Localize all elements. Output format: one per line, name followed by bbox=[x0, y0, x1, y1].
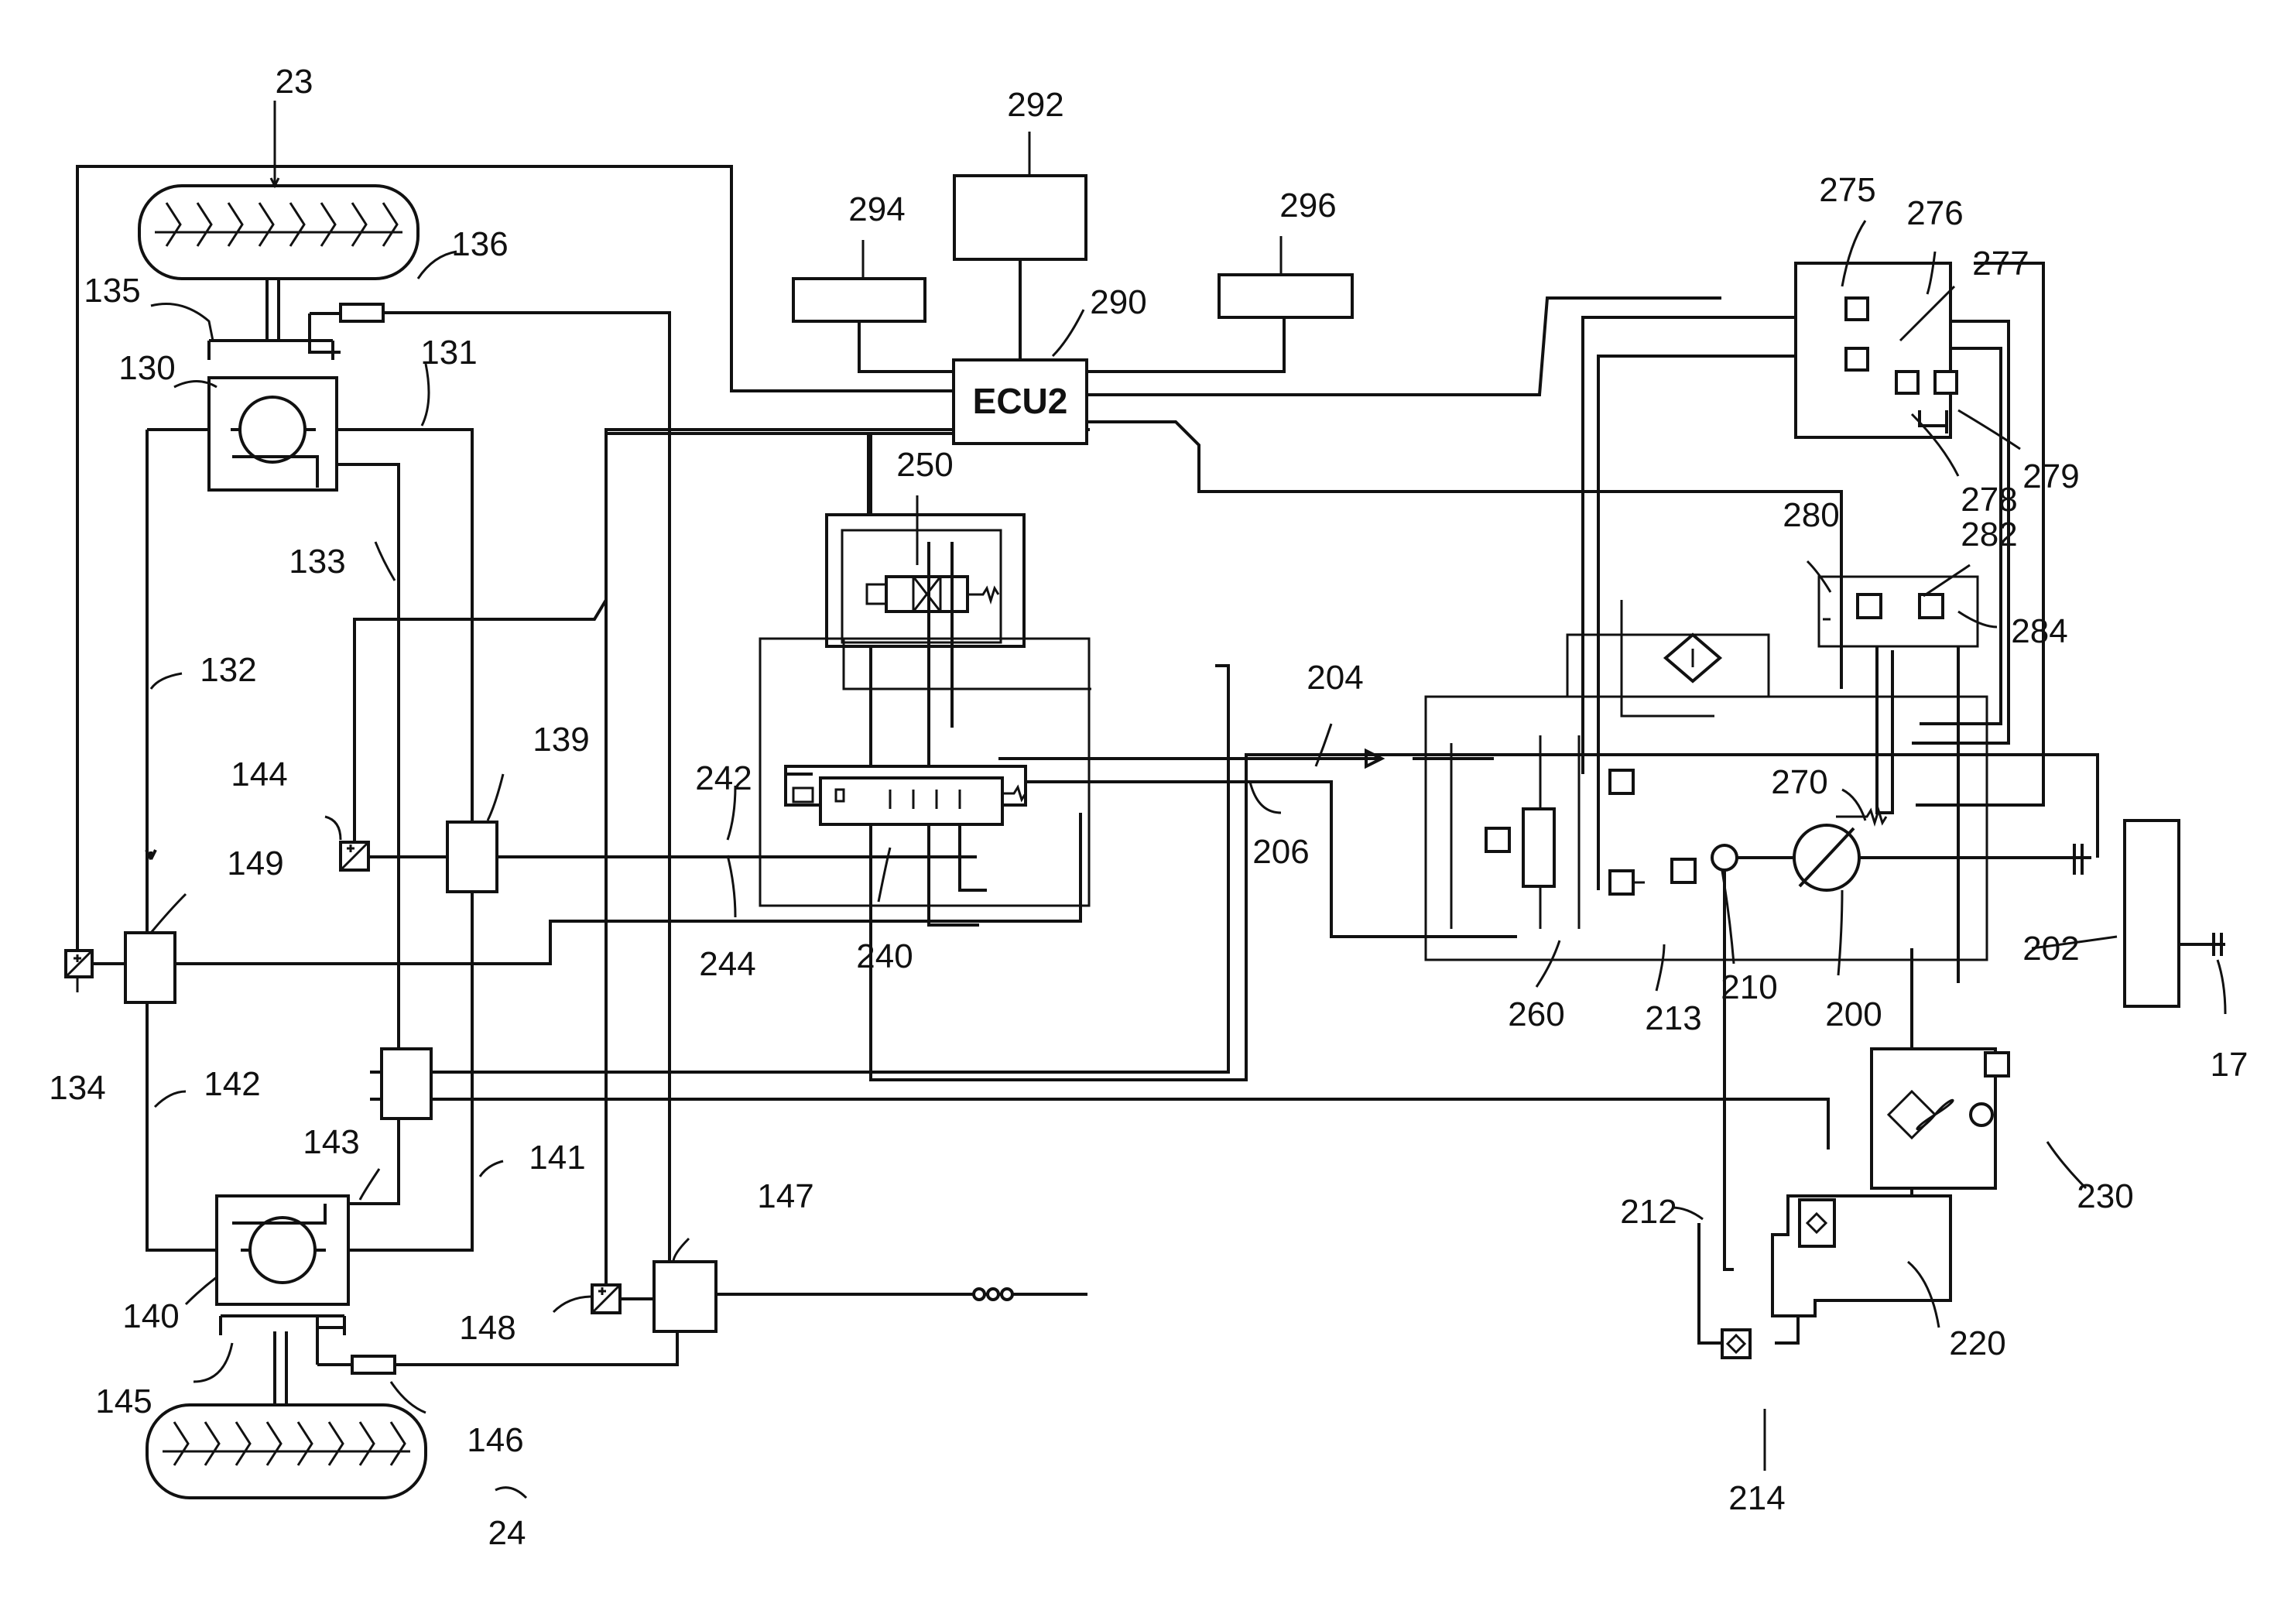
label-276: 276 bbox=[1906, 194, 1963, 232]
label-294: 294 bbox=[848, 190, 905, 228]
valve-block-275 bbox=[1796, 263, 1957, 437]
label-200: 200 bbox=[1825, 995, 1882, 1033]
label-140: 140 bbox=[122, 1297, 179, 1335]
label-220: 220 bbox=[1949, 1324, 2005, 1362]
label-17: 17 bbox=[2211, 1046, 2248, 1084]
label-270: 270 bbox=[1771, 763, 1827, 801]
front-brake bbox=[209, 341, 341, 360]
front-wheel-tire bbox=[139, 186, 418, 279]
box-296 bbox=[1219, 275, 1352, 317]
gearbox-202 bbox=[2125, 821, 2179, 1006]
relief-valve-260 bbox=[1610, 770, 1645, 894]
relief-valve-213 bbox=[1672, 859, 1695, 882]
label-144: 144 bbox=[231, 755, 287, 793]
valve-282 bbox=[1858, 594, 1881, 618]
label-206: 206 bbox=[1252, 833, 1309, 871]
label-292: 292 bbox=[1007, 86, 1063, 124]
label-284: 284 bbox=[2011, 612, 2067, 650]
label-143: 143 bbox=[303, 1123, 359, 1161]
tank-220 bbox=[1772, 1196, 1950, 1316]
pressure-sensor-134 bbox=[66, 951, 92, 977]
label-260: 260 bbox=[1508, 995, 1564, 1033]
label-296: 296 bbox=[1279, 187, 1336, 224]
filter-top bbox=[1666, 635, 1720, 681]
filter-214 bbox=[1722, 1330, 1750, 1358]
label-136: 136 bbox=[451, 225, 508, 263]
pressure-sensor-144 bbox=[341, 842, 368, 870]
label-242: 242 bbox=[695, 759, 752, 797]
valve-240 bbox=[786, 766, 1026, 824]
label-149: 149 bbox=[227, 845, 283, 882]
label-213: 213 bbox=[1645, 999, 1701, 1037]
label-134: 134 bbox=[49, 1069, 105, 1107]
label-212: 212 bbox=[1620, 1193, 1677, 1231]
valve-block-139 bbox=[447, 822, 497, 892]
label-148: 148 bbox=[459, 1309, 515, 1347]
label-133: 133 bbox=[289, 543, 345, 581]
valve-block-147 bbox=[654, 1262, 716, 1331]
label-210: 210 bbox=[1721, 968, 1777, 1006]
label-23: 23 bbox=[276, 63, 313, 101]
label-130: 130 bbox=[118, 349, 175, 387]
coupling-147 bbox=[974, 1289, 1012, 1300]
front-speed-sensor bbox=[310, 304, 680, 1285]
rear-brake bbox=[221, 1316, 344, 1335]
label-275: 275 bbox=[1819, 171, 1875, 209]
label-278: 278 bbox=[1961, 481, 2017, 519]
valve-284 bbox=[1920, 594, 1943, 618]
valve-block-149 bbox=[125, 933, 175, 1002]
label-280: 280 bbox=[1783, 496, 1839, 534]
label-202: 202 bbox=[2022, 930, 2079, 968]
label-279: 279 bbox=[2022, 457, 2079, 495]
front-wheel-motor bbox=[209, 378, 337, 490]
ecu2-label: ECU2 bbox=[973, 381, 1068, 421]
label-282: 282 bbox=[1961, 516, 2017, 553]
rear-wheel-tire bbox=[147, 1405, 426, 1498]
label-204: 204 bbox=[1307, 659, 1363, 697]
box-292 bbox=[954, 176, 1086, 259]
label-132: 132 bbox=[200, 651, 256, 689]
label-147: 147 bbox=[757, 1177, 813, 1215]
valve-stack bbox=[1486, 809, 1554, 886]
label-250: 250 bbox=[896, 446, 953, 484]
label-240: 240 bbox=[856, 937, 913, 975]
rear-wheel-motor bbox=[217, 1196, 348, 1304]
cooler-230 bbox=[1872, 1049, 2009, 1188]
label-230: 230 bbox=[2077, 1177, 2133, 1215]
box-294 bbox=[793, 279, 925, 321]
label-141: 141 bbox=[529, 1139, 585, 1177]
valve-block-143 bbox=[382, 1049, 431, 1119]
label-135: 135 bbox=[84, 272, 140, 310]
pressure-sensor-148 bbox=[592, 1285, 620, 1313]
valve-250 bbox=[827, 515, 1024, 774]
label-244: 244 bbox=[699, 945, 755, 983]
variable-pump-200 bbox=[1794, 810, 1886, 890]
label-146: 146 bbox=[467, 1421, 523, 1459]
label-277: 277 bbox=[1972, 245, 2029, 283]
label-290: 290 bbox=[1090, 283, 1146, 321]
label-142: 142 bbox=[204, 1065, 260, 1103]
label-214: 214 bbox=[1728, 1479, 1785, 1517]
charge-pump-210 bbox=[1712, 845, 1737, 870]
label-131: 131 bbox=[420, 334, 477, 372]
label-145: 145 bbox=[95, 1382, 152, 1420]
label-139: 139 bbox=[533, 721, 589, 759]
ecu2-controller: ECU2 bbox=[954, 360, 1087, 444]
label-24: 24 bbox=[488, 1514, 526, 1552]
